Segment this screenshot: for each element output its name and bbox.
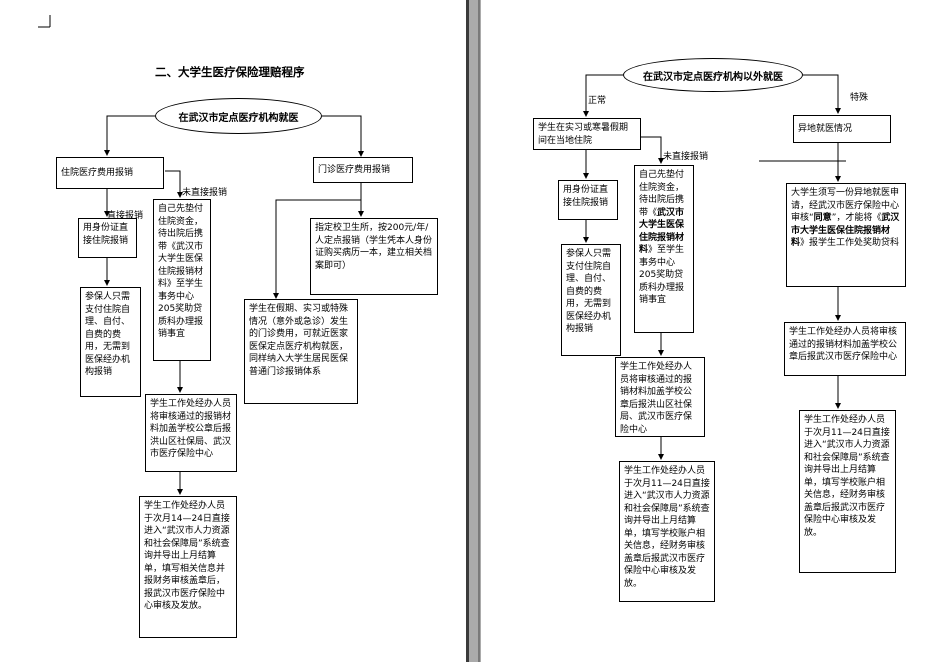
final-box-right: 学生工作处经办人员于次月11—24日直接进入“武汉市人力资源和社会保障局”系统查… [799, 410, 896, 573]
review-box-mid: 学生工作处经办人员将审核通过的报销材料加盖学校公章后报洪山区社保局、武汉市医疗保… [615, 357, 705, 437]
review-box-right: 学生工作处经办人员将审核通过的报销材料加盖学校公章后报武汉市医疗保险中心 [784, 322, 906, 376]
vacation-box: 学生在假期、实习或特殊情况（意外或急诊）发生的门诊费用，可就近医家医保定点医疗机… [244, 299, 358, 404]
apply-box: 大学生须写一份异地就医申请，经武汉市医疗保险中心审核“同意”，才能将《武汉市大学… [786, 183, 906, 287]
indirect-box-right: 自己先垫付住院资金，待出院后携带《武汉市大学生医保住院报销材料》至学生事务中心2… [634, 165, 694, 333]
left-page: 二、大学生医疗保险理赔程序 在武汉市定点医疗机构就医 住院医疗费用报销 门诊医疗… [0, 0, 466, 662]
direct-label: 直接报销 [107, 211, 144, 221]
indirect-label: 未直接报销 [182, 188, 228, 198]
direct-box: 用身份证直接住院报销 [78, 218, 137, 258]
indirect-box: 自己先垫付住院资金，待出院后携带《武汉市大学生医保住院报销材料》至学生事务中心2… [153, 199, 211, 361]
normal-label: 正常 [588, 96, 607, 106]
outpatient-box: 门诊医疗费用报销 [313, 157, 413, 183]
indirect-label-right: 未直接报销 [663, 152, 709, 162]
right-page: 在武汉市定点医疗机构以外就医 正常 特殊 学生在实习或寒暑假期间在当地住院 异地… [481, 0, 945, 662]
school-clinic-box: 指定校卫生所，按200元/年/人定点报销（学生凭本人身份证购买病历一本，建立相关… [310, 218, 438, 295]
offsite-box: 异地就医情况 [793, 115, 891, 143]
id-box: 用身份证直接住院报销 [558, 180, 618, 220]
selfpay-box-right: 参保人只需支付住院自理、自付、自费的费用，无需到医保经办机构报销 [561, 244, 621, 356]
left-connectors [38, 15, 364, 495]
special-label: 特殊 [850, 93, 869, 103]
section-title: 二、大学生医疗保险理赔程序 [155, 65, 305, 79]
inpatient-box: 住院医疗费用报销 [56, 157, 164, 189]
page-gutter [466, 0, 481, 662]
flow-start-oval: 在武汉市定点医疗机构就医 [155, 98, 322, 134]
right-connectors [583, 74, 846, 460]
review-box: 学生工作处经办人员将审核通过的报销材料加盖学校公章后报洪山区社保局、武汉市医疗保… [145, 394, 237, 472]
page-divider-right [478, 0, 480, 662]
page-divider [466, 0, 469, 662]
selfpay-box: 参保人只需支付住院自理、自付、自费的费用，无需到医保经办机构报销 [80, 287, 141, 397]
final-box: 学生工作处经办人员于次月14—24日直接进入“武汉市人力资源和社会保障局”系统查… [139, 496, 237, 638]
flow-start-oval-right: 在武汉市定点医疗机构以外就医 [623, 58, 803, 92]
final-box-mid: 学生工作处经办人员于次月11—24日直接进入“武汉市人力资源和社会保障局”系统查… [619, 461, 715, 602]
intern-box: 学生在实习或寒暑假期间在当地住院 [533, 118, 641, 150]
